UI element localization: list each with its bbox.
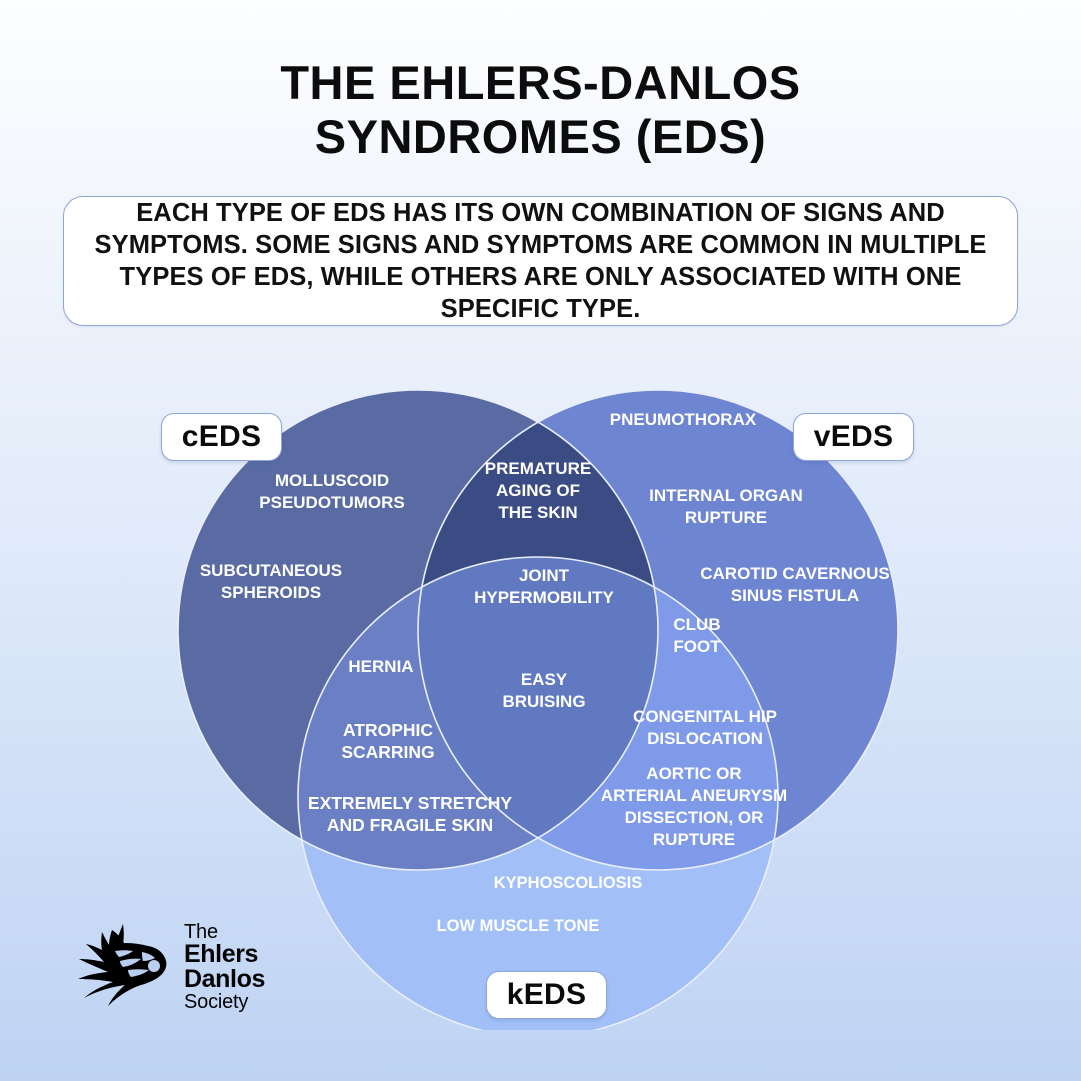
symptom-text: INTERNAL ORGAN [649, 486, 803, 505]
logo: The Ehlers Danlos Society [66, 918, 281, 1024]
description-text: EACH TYPE OF EDS HAS ITS OWN COMBINATION… [94, 198, 987, 324]
symptom-text: LOW MUSCLE TONE [437, 917, 600, 935]
title-line-1: THE EHLERS-DANLOS [280, 56, 801, 109]
symptom-text: ARTERIAL ANEURYSM [601, 786, 787, 805]
symptom-text: CAROTID CAVERNOUS [700, 564, 890, 583]
venn-diagram: MOLLUSCOID PSEUDOTUMORS SUBCUTANEOUS SPH… [177, 389, 899, 1030]
circle-veds-outline [417, 389, 899, 871]
symptom-text: RUPTURE [685, 508, 767, 527]
symptom-text: DISLOCATION [647, 729, 763, 748]
page-title: THE EHLERS-DANLOS SYNDROMES (EDS) [0, 56, 1081, 163]
logo-line-danlos: Danlos [184, 965, 265, 993]
title-line-2: SYNDROMES (EDS) [314, 109, 767, 163]
symptom-text: SUBCUTANEOUS [200, 561, 342, 580]
logo-line-ehlers: Ehlers [184, 940, 259, 968]
symptom-text: DISSECTION, OR [625, 808, 764, 827]
symptom-text: AND FRAGILE SKIN [327, 815, 493, 835]
symptom-text: AGING OF [496, 481, 580, 500]
symptom-text: HERNIA [348, 657, 413, 676]
symptom-text: PREMATURE [485, 459, 591, 478]
symptom-text: BRUISING [502, 692, 585, 711]
symptom-text: FOOT [673, 637, 721, 656]
overlap-all-three [418, 557, 658, 870]
symptom-text: CONGENITAL HIP [633, 707, 777, 726]
description-box: EACH TYPE OF EDS HAS ITS OWN COMBINATION… [63, 196, 1018, 326]
symptom-text: THE SKIN [498, 503, 577, 522]
symptom-text: ATROPHIC [343, 720, 433, 740]
circle-ceds-outline [177, 389, 659, 871]
circle-keds-outline [297, 556, 779, 1030]
logo-wordmark: The Ehlers Danlos Society [184, 922, 284, 1012]
symptom-text: SCARRING [341, 742, 434, 762]
symptom-text: PNEUMOTHORAX [610, 410, 757, 429]
zebra-head-icon [78, 924, 167, 1006]
symptom-text: CLUB [673, 615, 720, 634]
symptom-text: PSEUDOTUMORS [259, 493, 404, 512]
symptom-text: EASY [521, 670, 568, 689]
symptom-text: AORTIC OR [646, 764, 741, 783]
symptom-text: RUPTURE [653, 830, 735, 849]
logo-line-the: The [184, 921, 218, 943]
symptom-text: SPHEROIDS [221, 583, 321, 602]
symptom-text: MOLLUSCOID [275, 471, 389, 490]
venn-label-veds[interactable]: vEDS [793, 413, 914, 461]
venn-label-keds[interactable]: kEDS [486, 971, 607, 1019]
symptom-text: EXTREMELY STRETCHY [308, 793, 513, 813]
symptom-text: HYPERMOBILITY [474, 588, 614, 607]
symptom-text: KYPHOSCOLIOSIS [494, 874, 643, 892]
symptom-text: SINUS FISTULA [731, 586, 859, 605]
symptom-text: JOINT [519, 566, 570, 585]
venn-label-ceds[interactable]: cEDS [161, 413, 282, 461]
logo-line-society: Society [184, 991, 249, 1013]
